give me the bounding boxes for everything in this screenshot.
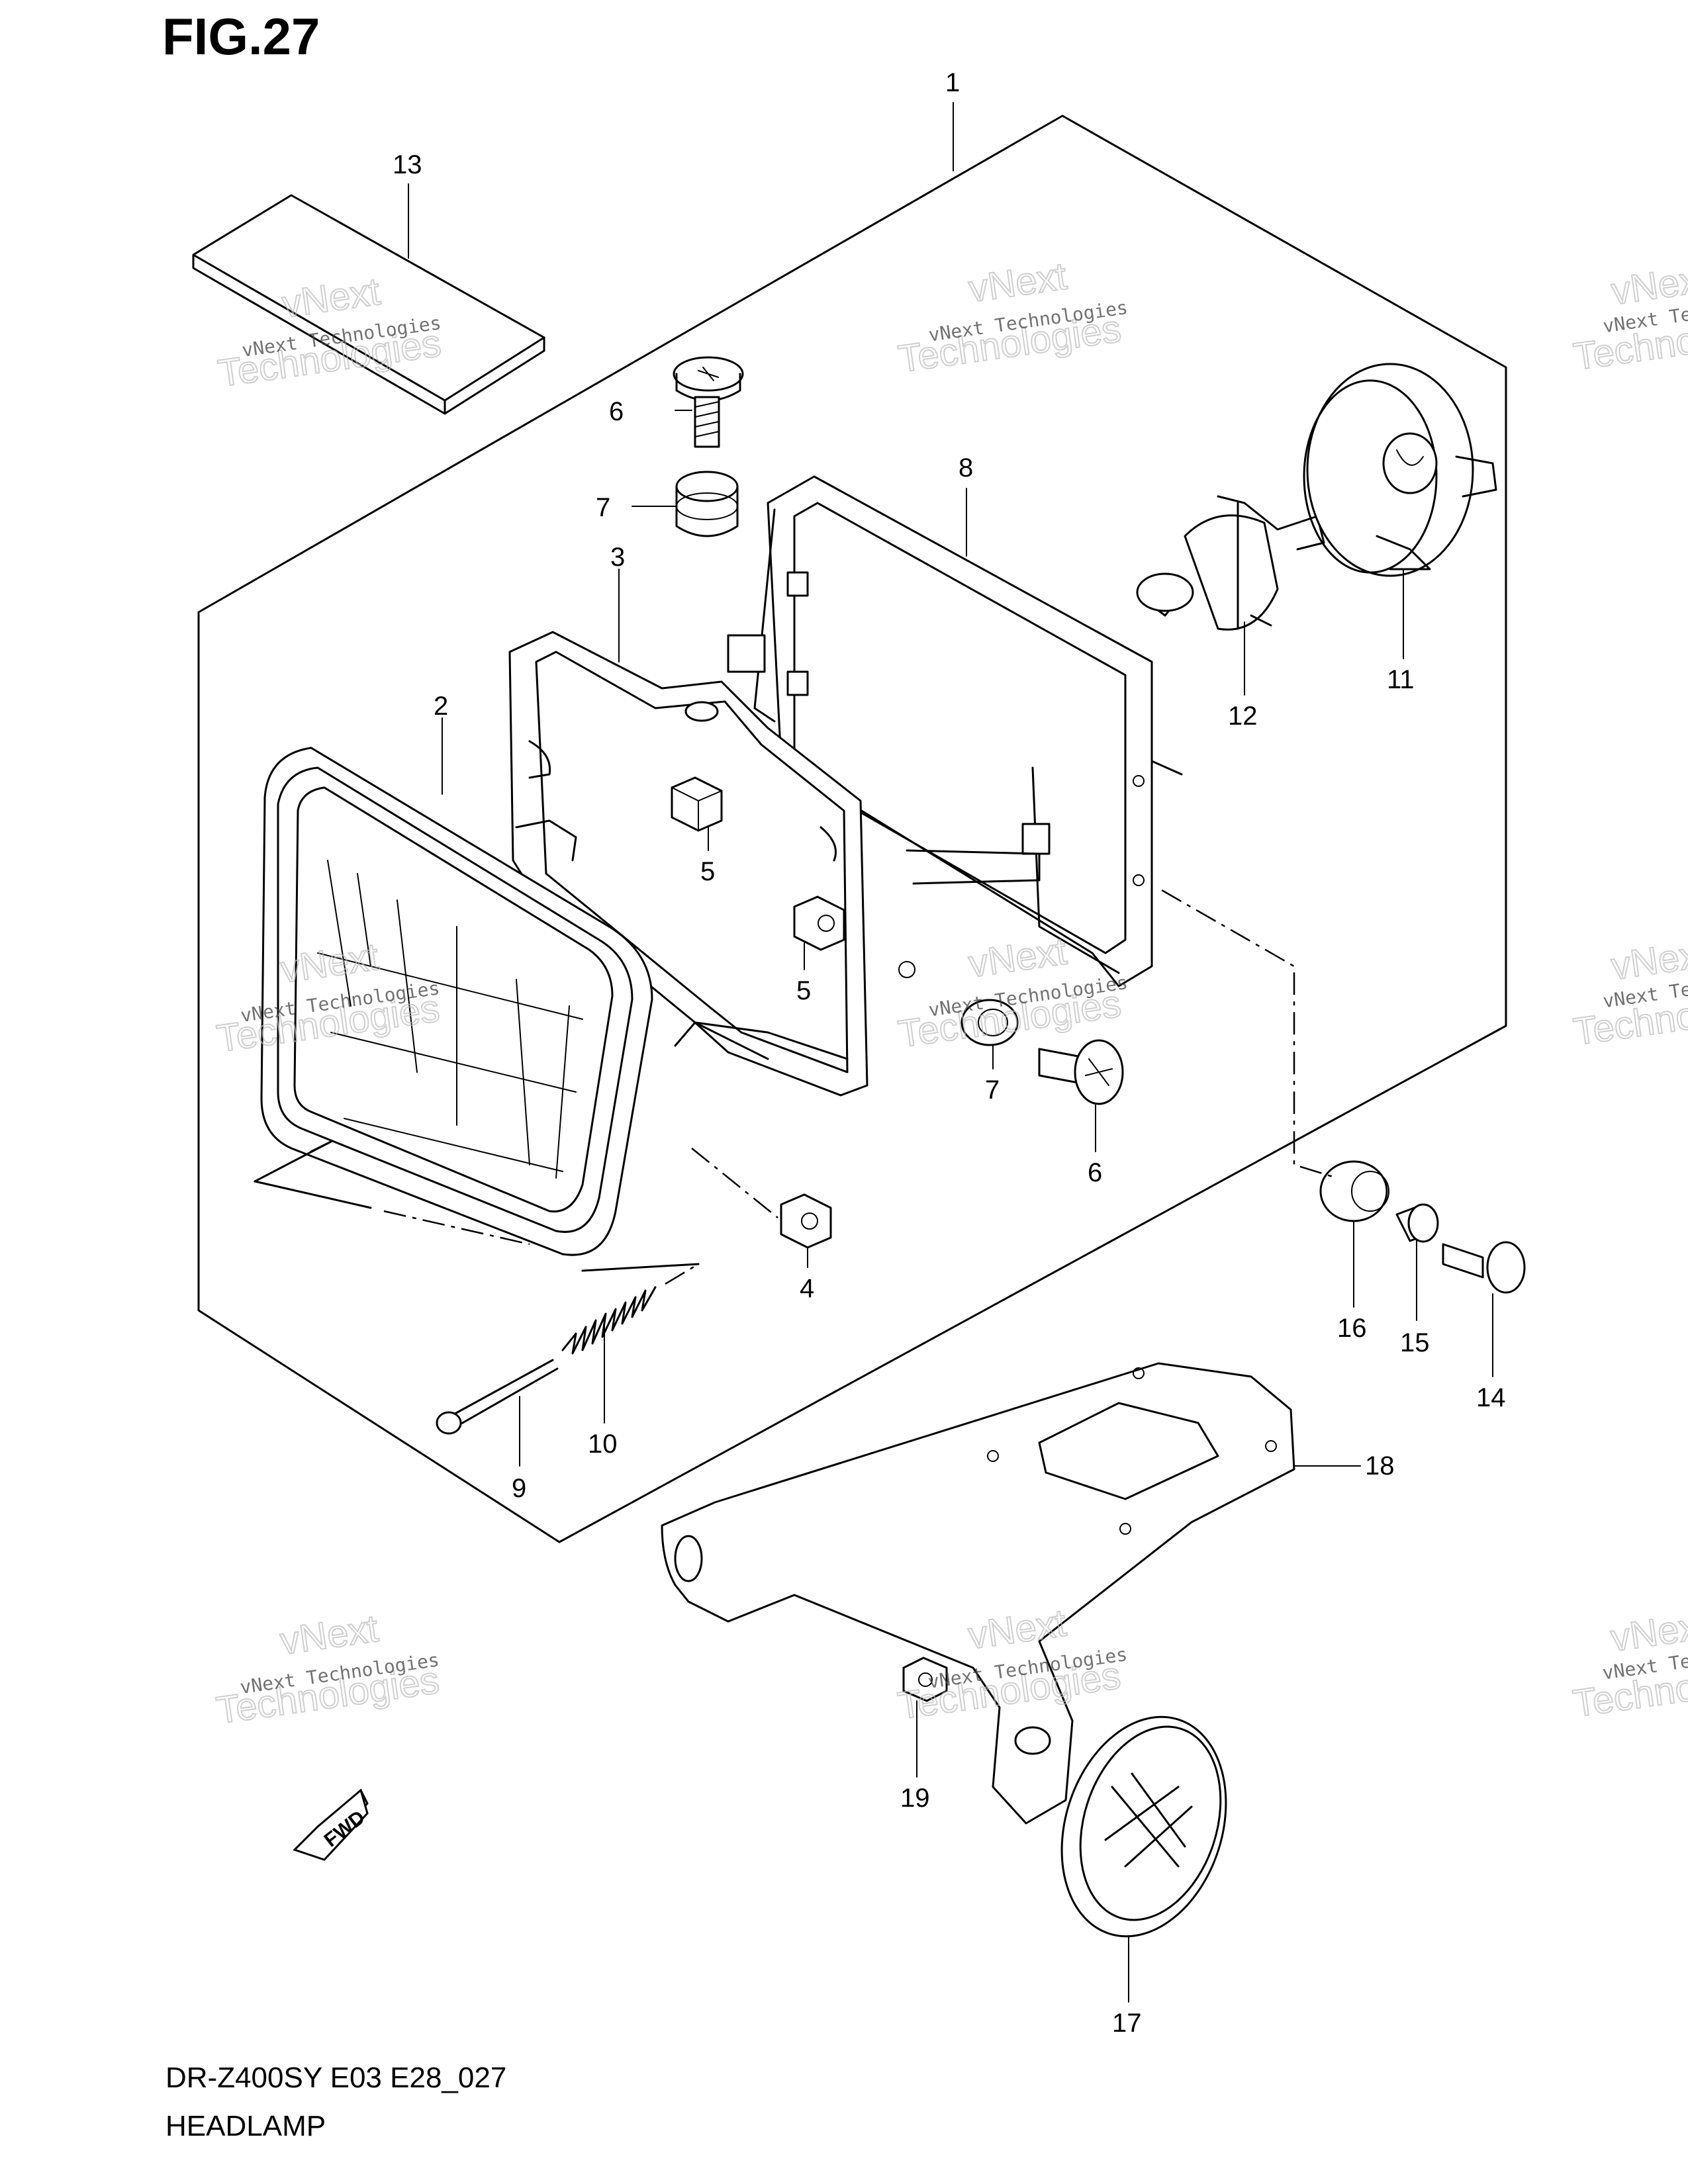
screw-part-6-lower [1038, 1039, 1124, 1105]
section-name: HEADLAMP [165, 2110, 326, 2142]
callout-16: 16 [1337, 1314, 1367, 1343]
watermark-big: vNext [966, 255, 1069, 311]
callout-4: 4 [800, 1274, 814, 1303]
nut-part-4 [780, 1193, 832, 1249]
nut-part-5-upper [671, 776, 723, 832]
label-plate-part-13 [192, 194, 545, 415]
model-code: DR-Z400SY E03 E28_027 [165, 2062, 507, 2094]
callout-13: 13 [393, 150, 422, 179]
socket-cover-part-11 [1303, 363, 1497, 577]
watermark-big: vNext [277, 1607, 381, 1663]
grommet-part-7-lower [961, 999, 1019, 1046]
callout-5-lower: 5 [796, 976, 811, 1005]
bolt-part-14 [1442, 1241, 1526, 1294]
figure-title: FIG.27 [162, 7, 320, 66]
callout-3: 3 [610, 543, 625, 572]
callout-numbers: 1 13 6 7 3 8 2 5 5 7 6 4 12 11 16 15 14 … [393, 68, 1506, 2038]
adjuster-screw-part-9 [436, 1359, 559, 1435]
screw-part-6-top [673, 356, 744, 448]
callout-6-top: 6 [609, 397, 624, 426]
callout-6-lower: 6 [1088, 1158, 1102, 1187]
forward-arrow-icon: FWD [293, 1788, 369, 1861]
callout-8: 8 [959, 453, 973, 482]
bulb-part-12 [1136, 495, 1325, 631]
nut-part-19 [902, 1657, 948, 1702]
nut-part-5-lower [793, 895, 845, 951]
callout-19: 19 [900, 1784, 930, 1813]
callout-7-lower: 7 [985, 1075, 1000, 1105]
case-part-3 [508, 631, 1041, 1097]
grommet-part-7-top [675, 471, 739, 537]
callout-2: 2 [434, 692, 448, 721]
assembly-outline [197, 114, 1507, 1543]
callout-17: 17 [1112, 2009, 1142, 2038]
callout-12: 12 [1228, 702, 1258, 731]
spacer-part-15 [1395, 1203, 1439, 1243]
callout-15: 15 [1400, 1328, 1430, 1357]
callout-14: 14 [1476, 1383, 1506, 1412]
housing-frame-part-8 [727, 475, 1183, 987]
callout-10: 10 [588, 1430, 618, 1459]
callout-9: 9 [512, 1474, 526, 1503]
callout-1: 1 [945, 68, 960, 97]
leader-lines [408, 102, 1493, 2003]
callout-18: 18 [1365, 1451, 1395, 1480]
callout-5-upper: 5 [700, 857, 715, 886]
callout-7-top: 7 [596, 493, 610, 522]
spring-part-10 [561, 1286, 657, 1355]
reflector-part-17 [1060, 1715, 1227, 1938]
bracket-part-18 [661, 1362, 1295, 1825]
watermark-big: vNext [966, 930, 1069, 986]
headlamp-unit-part-2 [260, 747, 769, 1256]
rubber-washer-part-16 [1319, 1160, 1389, 1222]
callout-11: 11 [1387, 665, 1415, 694]
